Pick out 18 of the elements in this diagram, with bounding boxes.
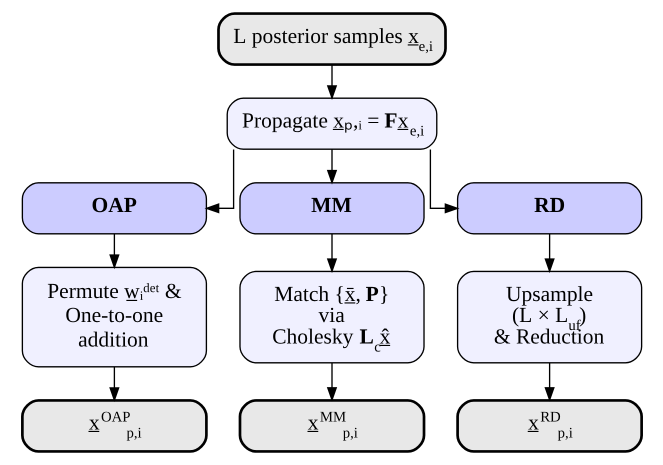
node-box: L posterior samples x̲$_{e,i}$ — [216, 12, 446, 66]
node-box: OAP — [21, 182, 207, 235]
node-box: Propagate x̲ₚ,ᵢ = Fx̲$_{e,i}$ — [226, 98, 437, 150]
arrow — [544, 234, 554, 274]
arrow — [326, 64, 337, 100]
arrow — [108, 234, 120, 270]
arrow — [204, 150, 234, 214]
arrow — [108, 367, 120, 402]
node-box: Upsample (L × L$_{uf}$) & Reduction — [456, 270, 642, 364]
node-box: Match {x̲̄, P} via Cholesky L$_{c}$x̲̂ — [238, 270, 424, 364]
node-box: Permute w̲ᵢᵈᵉᵗ & One-to-one addition — [21, 266, 207, 368]
arrow — [544, 363, 554, 402]
node-box: RD — [456, 182, 642, 235]
arrow — [326, 363, 337, 402]
arrow — [429, 150, 459, 214]
node-box: MM — [238, 182, 424, 235]
arrow — [326, 150, 337, 185]
arrow — [326, 234, 337, 274]
